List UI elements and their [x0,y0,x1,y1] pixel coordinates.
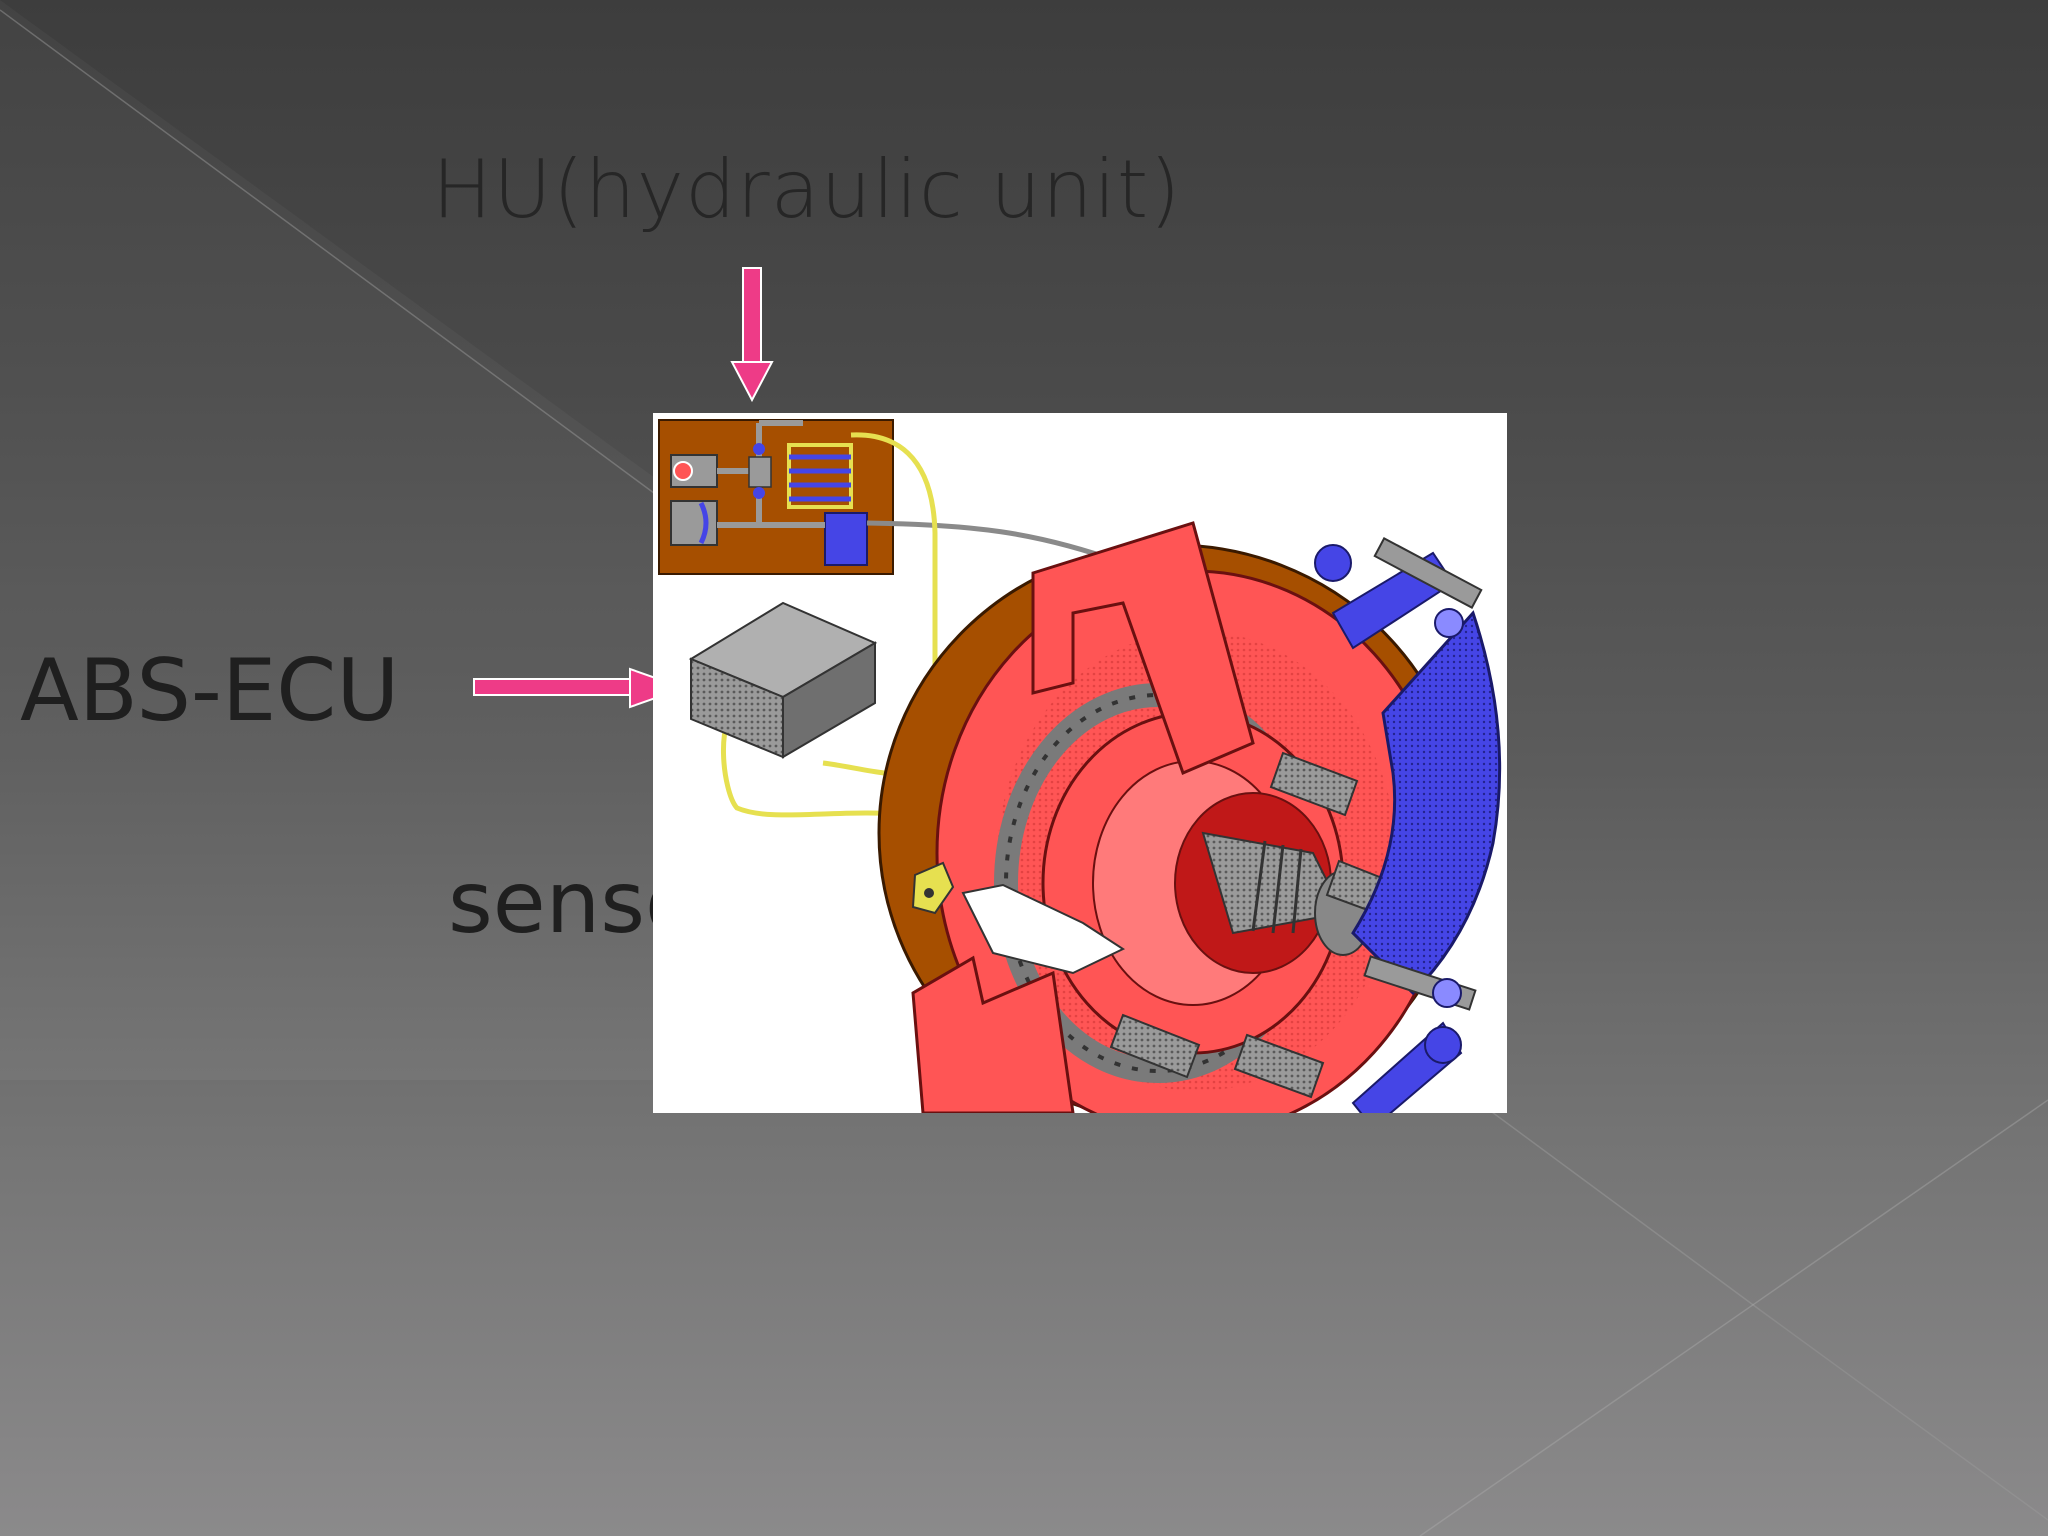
hydraulic-unit-label: HU(hydraulic unit) [432,143,1182,236]
hydraulic-unit-block [658,419,894,575]
abs-brake-illustration [653,413,1507,1113]
hu-to-ecu-wire [822,432,938,777]
hydraulic-unit-arrow [730,267,774,403]
brake-caliper [1314,536,1502,1113]
abs-ecu-label: ABS-ECU [20,641,400,741]
abs-ecu-box [688,601,878,759]
wheel-speed-sensor [911,861,955,915]
